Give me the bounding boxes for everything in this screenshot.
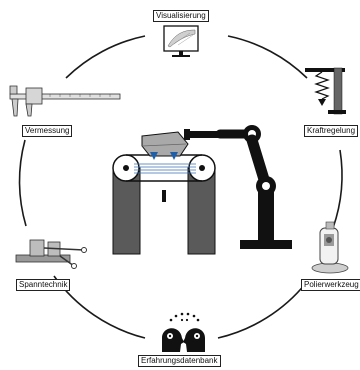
label-erfahrungsdatenbank: Erfahrungsdatenbank	[138, 355, 221, 367]
clamping-fixture-icon	[15, 239, 87, 269]
ring-arc-top-left	[65, 35, 146, 79]
polishing-tool-icon	[311, 221, 349, 274]
caliper-icon	[9, 85, 121, 117]
label-visualisierung: Visualisierung	[153, 10, 209, 22]
ring-arc-right	[332, 149, 343, 229]
label-kraftregelung: Kraftregelung	[304, 125, 359, 137]
ring-arc-left	[18, 139, 27, 227]
monitor-icon	[163, 25, 199, 57]
ring	[18, 35, 343, 339]
polishing-machine	[112, 131, 216, 255]
left-column	[112, 167, 141, 255]
ring-arc-bottom-right	[217, 282, 307, 339]
label-polierwerkzeug: Polierwerkzeug	[301, 279, 360, 291]
brain-heads-icon	[162, 312, 205, 352]
left-roller-hub	[123, 165, 129, 171]
right-roller-hub	[199, 165, 205, 171]
right-column	[187, 167, 216, 255]
robot-arm	[184, 125, 292, 249]
label-vermessung: Vermessung	[22, 125, 73, 137]
label-spanntechnik: Spanntechnik	[16, 279, 71, 291]
ring-arc-top-right	[227, 35, 308, 79]
spring-icon	[305, 67, 346, 115]
